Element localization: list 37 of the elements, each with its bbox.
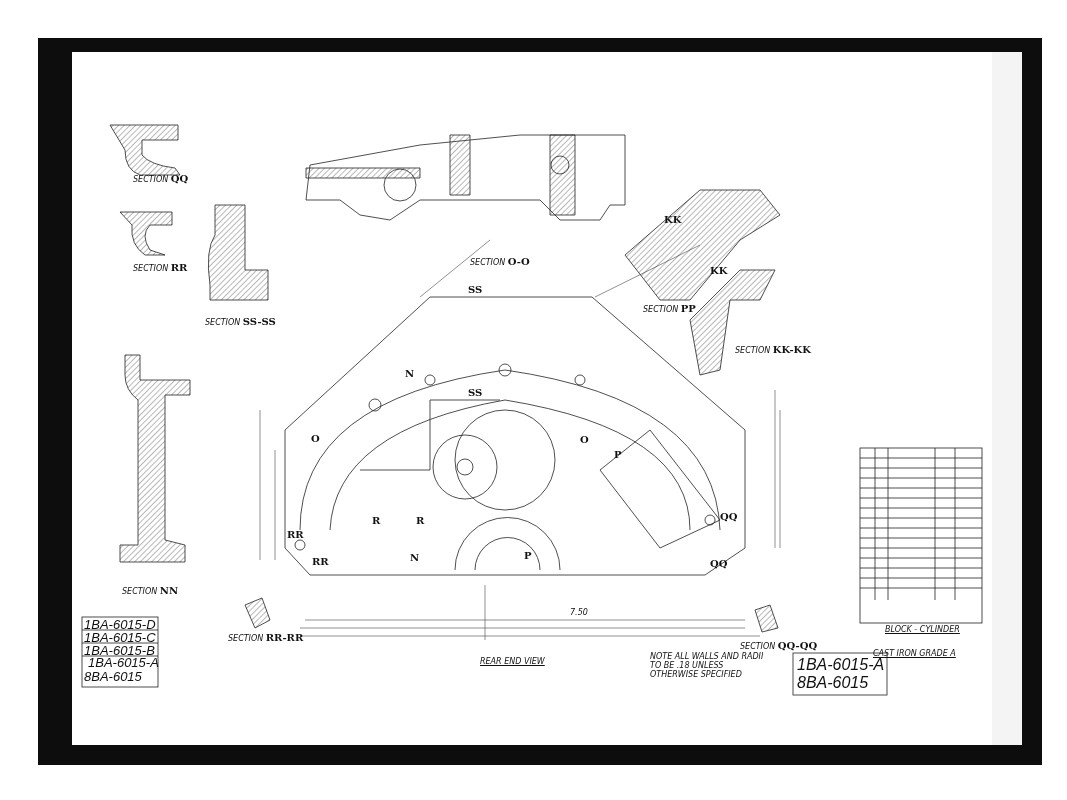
view-title: REAR END VIEW: [480, 658, 545, 667]
section-label: SECTION NN: [122, 585, 179, 597]
note-text: NOTE ALL WALLS AND RADII TO BE .18 UNLESS OTHERWISE SPECIFIED: [650, 653, 765, 680]
dimension-text: 7.50: [570, 609, 588, 618]
section-letter: N: [410, 552, 420, 563]
section-label: SECTION PP: [643, 303, 696, 315]
section-letter: RR: [312, 556, 329, 567]
section-letter: KK: [710, 265, 728, 276]
section-letter: QQ: [720, 511, 738, 522]
section-letter: P: [524, 550, 532, 561]
section-letter: O: [580, 434, 589, 445]
section-label: SECTION KK-KK: [735, 344, 811, 356]
section-label: SECTION RR: [133, 262, 188, 274]
part-number: 1BA-6015-C: [84, 631, 156, 646]
section-letter: KK: [664, 214, 682, 225]
drawing-title: BLOCK - CYLINDER: [885, 626, 960, 635]
part-number: 1BA-6015-D: [84, 618, 156, 633]
material-note: CAST IRON GRADE A: [873, 650, 956, 658]
section-letter: R: [416, 515, 425, 526]
section-label: SECTION O-O: [470, 256, 530, 268]
section-letter: QQ: [710, 558, 728, 569]
section-letter: P: [614, 449, 622, 460]
section-letter: SS: [468, 387, 483, 398]
part-number: 8BA-6015: [797, 674, 869, 692]
part-number: 1BA-6015-B: [84, 644, 155, 658]
section-label: SECTION RR-RR: [228, 632, 304, 644]
part-number: 8BA-6015: [84, 670, 142, 685]
section-label: SECTION QQ: [133, 173, 189, 185]
section-letter: R: [372, 515, 381, 526]
part-number: 1BA-6015-A: [88, 656, 159, 671]
section-letter: N: [405, 368, 415, 379]
part-number: 1BA-6015-A: [797, 656, 885, 674]
section-letter: RR: [287, 529, 304, 540]
section-letter: SS: [468, 284, 483, 295]
section-label: SECTION SS-SS: [205, 316, 276, 328]
section-letter: O: [311, 433, 320, 444]
section-label: SECTION QQ-QQ: [740, 640, 818, 652]
